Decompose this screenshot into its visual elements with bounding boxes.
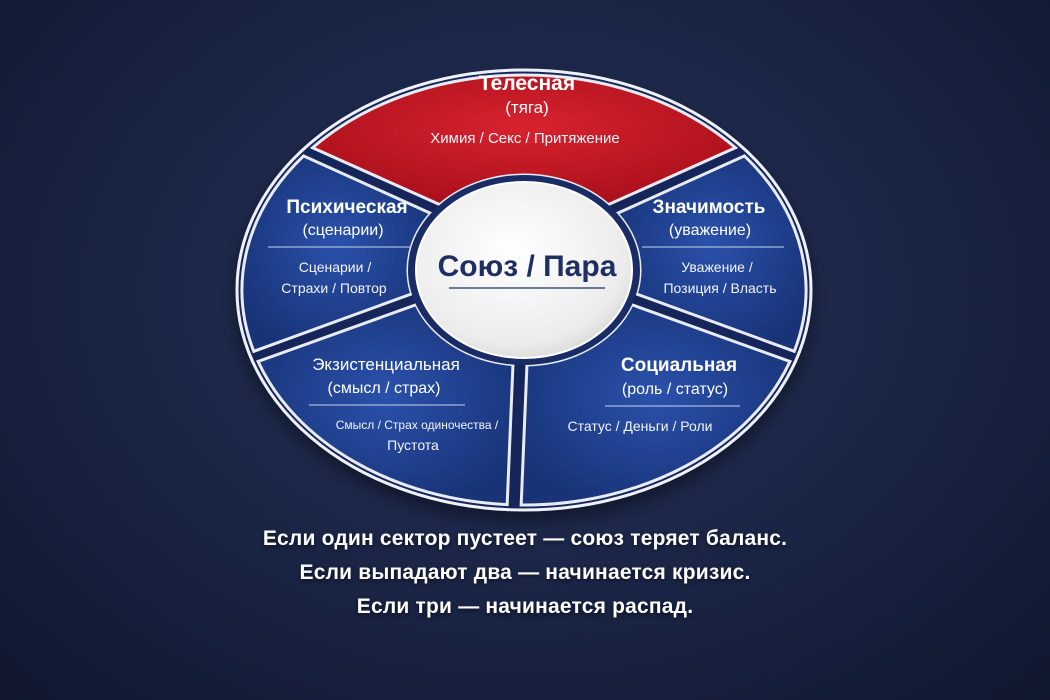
sector-telesnaya-title: Телесная [479, 72, 575, 95]
sector-znachimost-subtitle: (уважение) [669, 222, 751, 239]
caption-line-2: Если выпадают два — начинается кризис. [299, 561, 751, 584]
center-hub [415, 181, 633, 359]
sector-psihicheskaya-subtitle: (сценарии) [302, 222, 383, 239]
sector-ekzistencialnaya-title: Экзистенциальная [312, 355, 460, 374]
sector-psihicheskaya-title: Психическая [286, 197, 407, 218]
sector-socialnaya-subtitle: (роль / статус) [622, 381, 728, 398]
sector-znachimost-title: Значимость [653, 197, 766, 218]
sector-telesnaya-details: Химия / Секс / Притяжение [430, 130, 620, 147]
center-label: Союз / Пара [438, 250, 617, 283]
sector-telesnaya-subtitle: (тяга) [505, 98, 549, 117]
caption-line-1: Если один сектор пустеет — союз теряет б… [262, 527, 788, 550]
sector-psihicheskaya-details-1: Сценарии / [299, 259, 372, 275]
sector-ekzistencialnaya-details-1: Смысл / Страх одиночества / [336, 418, 499, 432]
sector-ekzistencialnaya-details-2: Пустота [387, 437, 439, 453]
sector-socialnaya-title: Социальная [621, 355, 737, 376]
captions-block: Если один сектор пустеет — союз теряет б… [0, 522, 1050, 624]
sector-socialnaya-details: Статус / Деньги / Роли [567, 418, 712, 434]
caption-line-3: Если три — начинается распад. [356, 595, 694, 618]
sector-psihicheskaya-details-2: Страхи / Повтор [281, 280, 387, 296]
sector-znachimost-details-2: Позиция / Власть [663, 280, 776, 296]
sector-znachimost-details-1: Уважение / [681, 259, 753, 275]
sector-ekzistencialnaya-subtitle: (смысл / страх) [328, 380, 441, 397]
